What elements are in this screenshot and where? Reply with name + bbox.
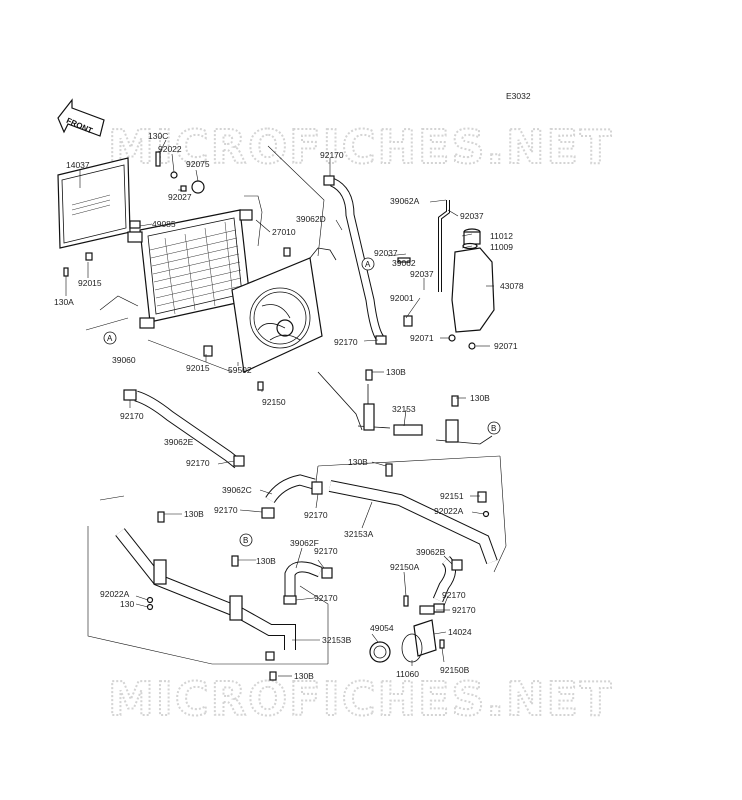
label-11012: 11012 [490, 231, 513, 241]
label-92170-f: 92170 [314, 546, 338, 556]
label-130a: 130A [54, 297, 74, 307]
svg-text:B: B [491, 424, 496, 433]
label-130b-a: 130B [386, 367, 406, 377]
label-92170-mid: 92170 [334, 337, 358, 347]
label-92075: 92075 [186, 159, 210, 169]
svg-text:B: B [243, 536, 248, 545]
label-92151: 92151 [440, 491, 464, 501]
label-92170-g: 92170 [314, 593, 338, 603]
label-92071-b: 92071 [494, 341, 518, 351]
grommet-92015 [85, 252, 93, 261]
bolt-92001 [403, 315, 413, 327]
label-92170-h: 92170 [442, 590, 466, 600]
label-27010: 27010 [272, 227, 296, 237]
leader-lines [65, 139, 494, 677]
label-92150a: 92150A [390, 562, 420, 572]
label-130b-e: 130B [256, 556, 276, 566]
hose-32153 [393, 424, 423, 436]
label-130b-b: 130B [470, 393, 490, 403]
label-39060: 39060 [112, 355, 136, 365]
callout-b-bottom: B [239, 533, 253, 547]
reservoir-tank [451, 228, 495, 333]
label-43078: 43078 [500, 281, 524, 291]
label-32153: 32153 [392, 404, 416, 414]
label-92170-top: 92170 [320, 150, 344, 160]
label-92170-e: 92170 [186, 458, 210, 468]
label-14024: 14024 [448, 627, 472, 637]
label-130b-d: 130B [184, 509, 204, 519]
label-92170-d: 92170 [304, 510, 328, 520]
label-130c: 130C [148, 131, 168, 141]
svg-text:A: A [107, 334, 113, 343]
label-92150b: 92150B [440, 665, 470, 675]
clamp-92170f [311, 481, 323, 495]
label-11009: 11009 [490, 242, 513, 252]
label-14037: 14037 [66, 160, 90, 170]
bolt-130a [63, 267, 69, 277]
label-39062e: 39062E [164, 437, 194, 447]
radiator-screen [57, 157, 131, 249]
clamp-92170d [233, 455, 245, 467]
clamp-92170a [323, 175, 335, 186]
label-92015-bottom: 92015 [186, 363, 210, 373]
label-92001: 92001 [390, 293, 414, 303]
label-39062f: 39062F [290, 538, 319, 548]
label-32153a: 32153A [344, 529, 374, 539]
radiator [127, 209, 253, 329]
label-39062c: 39062C [222, 485, 252, 495]
grommet-92071b [468, 342, 476, 350]
grommet-92015b [203, 345, 213, 357]
label-49054: 49054 [370, 623, 394, 633]
label-39062a: 39062A [390, 196, 420, 206]
label-130: 130 [120, 599, 134, 609]
clamp-92170c [123, 389, 137, 401]
washer [170, 171, 178, 179]
label-92022a-a: 92022A [434, 506, 464, 516]
radiator-cap [191, 180, 205, 194]
label-130b-f: 130B [294, 671, 314, 681]
front-arrow-icon: FRONT [57, 98, 105, 137]
label-130b-c: 130B [348, 457, 368, 467]
small-clip [180, 185, 187, 192]
callout-b-right: B [487, 421, 501, 435]
diagram-code: E3032 [506, 91, 531, 101]
bolt [155, 151, 161, 167]
label-49085: 49085 [152, 219, 176, 229]
label-11060: 11060 [396, 669, 419, 679]
label-92022a-b: 92022A [100, 589, 130, 599]
label-92037-c: 92037 [410, 269, 434, 279]
thermostat [369, 641, 391, 663]
pipe-32153a [328, 480, 498, 565]
label-92037-b: 92037 [374, 248, 398, 258]
callout-a-right: A [361, 257, 375, 271]
clamp-92170e [261, 507, 275, 519]
svg-text:A: A [365, 260, 371, 269]
label-92170-left: 92170 [120, 411, 144, 421]
fan-assembly [231, 247, 337, 373]
label-92170-c: 92170 [214, 505, 238, 515]
watermark-top: MICROFICHES.NET [108, 120, 613, 174]
label-92150: 92150 [262, 397, 286, 407]
label-92170-i: 92170 [452, 605, 476, 615]
label-39062b: 39062B [416, 547, 446, 557]
callout-a-left: A [103, 331, 117, 345]
thermo-switch [283, 247, 291, 257]
label-92015-top: 92015 [78, 278, 102, 288]
pipe-32153 [317, 371, 391, 431]
label-39062d: 39062D [296, 214, 326, 224]
bolt-92150 [257, 381, 264, 391]
tube-39062 [397, 257, 411, 263]
label-39062: 39062 [392, 258, 416, 268]
label-92027: 92027 [168, 192, 192, 202]
label-92037-a: 92037 [460, 211, 484, 221]
label-59502: 59502 [228, 365, 252, 375]
watermark-bottom: MICROFICHES.NET [108, 672, 613, 726]
label-92071-a: 92071 [410, 333, 434, 343]
bracket-49085 [129, 220, 141, 229]
label-92022: 92022 [158, 144, 182, 154]
label-32153b: 32153B [322, 635, 352, 645]
thermostat-housing [146, 510, 490, 663]
